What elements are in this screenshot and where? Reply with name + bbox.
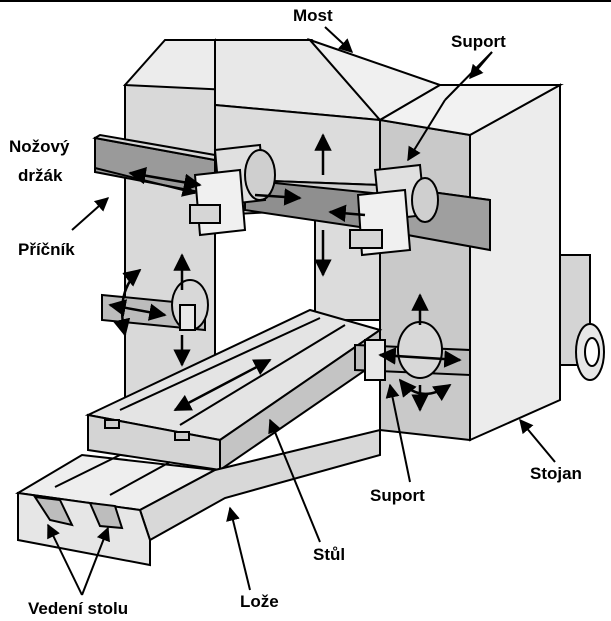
- leader-lines: [47, 26, 556, 596]
- label-vedeni-stolu: Vedení stolu: [28, 599, 128, 618]
- label-pricnik: Příčník: [18, 240, 75, 259]
- right-tool-head: [349, 163, 439, 257]
- motion-arrows: [108, 133, 462, 412]
- side-motor: [559, 254, 605, 381]
- label-stojan: Stojan: [530, 464, 582, 483]
- label-suport-bottom: Suport: [370, 486, 425, 505]
- bed-loze: [15, 428, 381, 567]
- label-nozovy-line1: Nožový: [9, 137, 70, 156]
- left-tool-head: [189, 143, 276, 237]
- label-stul: Stůl: [313, 545, 345, 564]
- label-suport-top: Suport: [451, 32, 506, 51]
- label-loze: Lože: [240, 592, 279, 611]
- label-nozovy-line2: držák: [18, 166, 63, 185]
- label-most: Most: [293, 6, 333, 25]
